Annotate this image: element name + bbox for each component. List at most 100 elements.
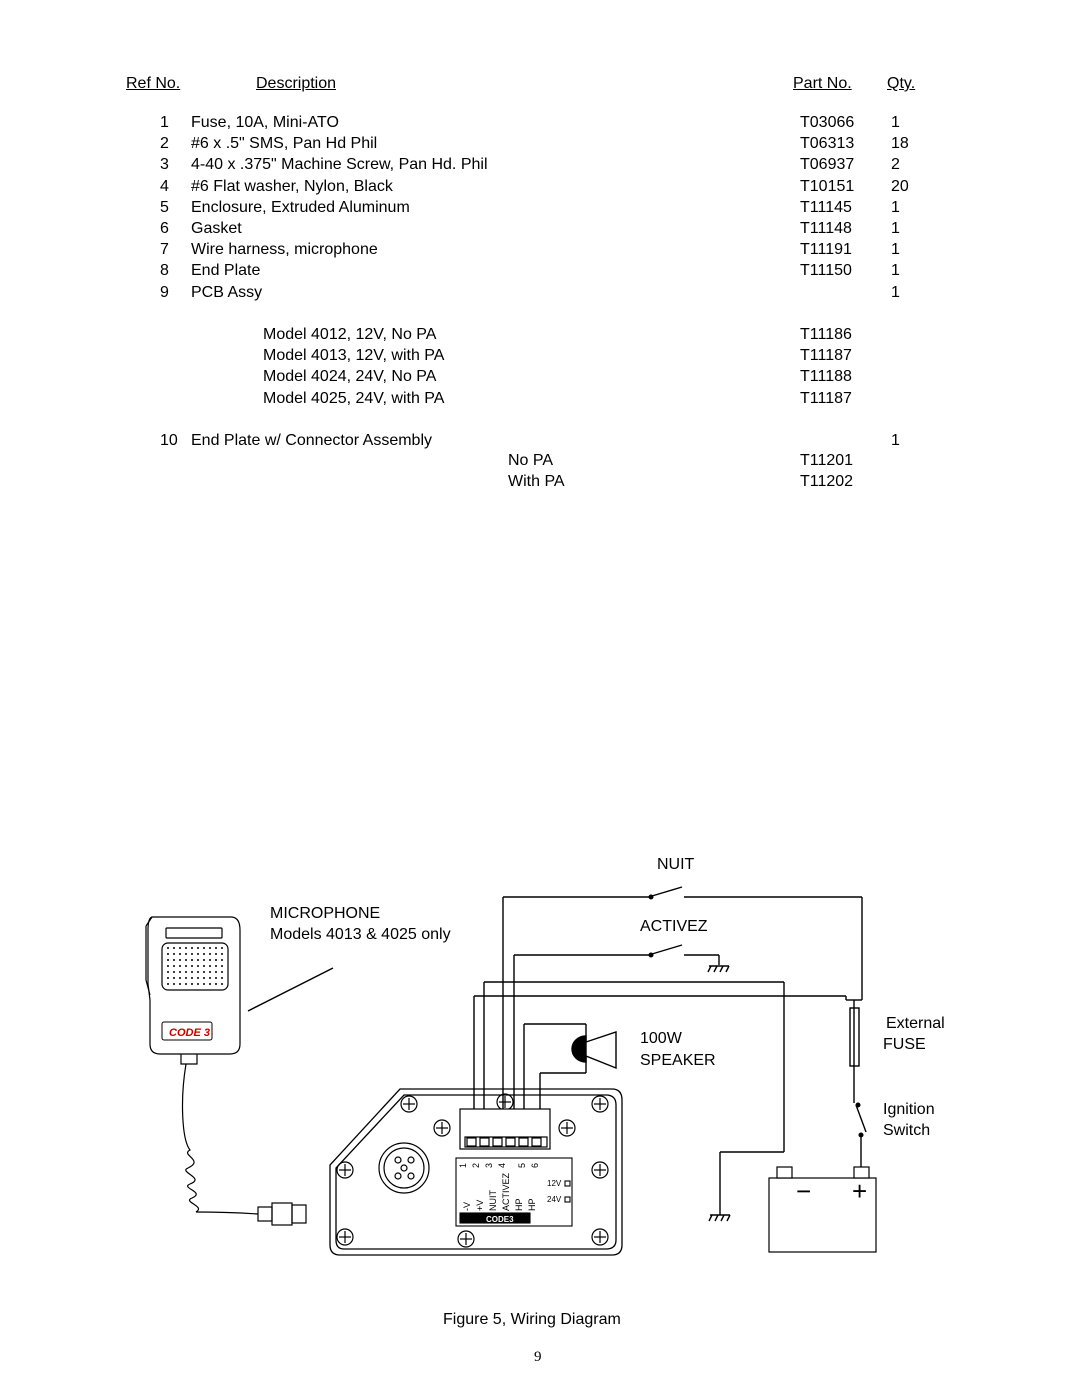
mic-grille-dot [197,959,199,961]
part-cell: T06313 [800,135,855,153]
header-ref-no: Ref No. [126,75,181,92]
mic-grille-dot [179,971,181,973]
volt12-label: 12V [547,1179,562,1188]
table-row: 7 Wire harness, microphone T11191 1 [0,241,1080,262]
mic-grille-dot [167,947,169,949]
qty-cell: 1 [891,262,900,280]
mic-grille-dot [167,983,169,985]
mic-grille-dot [215,959,217,961]
part-cell: T11191 [800,241,852,259]
board-function-label: ACTIVEZ [501,1172,511,1211]
ref-cell: 7 [160,241,169,259]
mic-grille-dot [203,977,205,979]
ref-cell: 2 [160,135,169,153]
ref-cell: 10 [160,432,178,449]
figure-caption: Figure 5, Wiring Diagram [443,1311,621,1328]
qty-cell: 1 [891,114,900,131]
speaker-label: SPEAKER [640,1052,716,1069]
header-part-no: Part No. [793,75,852,92]
mic-grille-dot [221,959,223,961]
mic-grille-dot [173,947,175,949]
ignition-label: Ignition [883,1101,935,1118]
mic-grille-dot [191,965,193,967]
mic-grille-dot [167,959,169,961]
part-cell: T11202 [800,473,854,491]
qty-cell: 1 [891,241,900,259]
board-function-label: -V [462,1202,472,1211]
mic-grille-dot [173,971,175,973]
external-label: External [886,1015,945,1032]
part-cell: T06937 [800,156,855,174]
table-row: Model 4025, 24V, with PA T11187 [0,390,1080,411]
switch-label: Switch [883,1122,931,1139]
model-cell: Model 4012, 12V, No PA [263,326,437,343]
qty-cell: 1 [891,283,900,301]
mic-grille-dot [191,971,193,973]
header-qty: Qty. [887,75,916,92]
description-cell: Wire harness, microphone [191,241,378,259]
mic-grille-dot [215,953,217,955]
description-cell: End Plate w/ Connector Assembly [191,432,433,449]
mic-grille-dot [191,983,193,985]
part-cell: T11150 [800,262,852,280]
battery-icon [768,1166,877,1253]
mic-grille-dot [191,953,193,955]
board-function-label: HP [514,1198,524,1211]
board-pin-label: 3 [484,1163,494,1168]
qty-cell: 18 [891,135,909,153]
board-function-label: HP [527,1198,537,1211]
description-cell: Gasket [191,220,242,237]
mic-grille-dot [173,959,175,961]
end-plate [329,1088,623,1256]
ref-cell: 5 [160,198,169,216]
mic-grille-dot [215,977,217,979]
part-cell: T11186 [800,326,852,343]
mic-grille-dot [209,947,211,949]
mic-grille-dot [203,965,205,967]
mic-grille-dot [167,965,169,967]
model-cell: Model 4025, 24V, with PA [263,389,445,407]
battery-minus: − [796,1176,811,1206]
mic-grille-dot [173,977,175,979]
description-cell: Fuse, 10A, Mini-ATO [191,114,339,131]
mic-grille-dot [203,947,205,949]
option-cell: With PA [508,473,565,491]
mic-grille-dot [215,971,217,973]
table-row: 8 End Plate T11150 1 [0,262,1080,283]
board-pin-label: 4 [497,1163,507,1168]
table-row: Model 4012, 12V, No PA T11186 [0,326,1080,347]
qty-cell: 1 [891,432,900,449]
mic-grille-dot [185,947,187,949]
fuse-label: FUSE [883,1036,926,1053]
mic-grille-dot [167,953,169,955]
mic-grille-dot [209,965,211,967]
ref-cell: 3 [160,156,169,174]
mic-grille-dot [167,977,169,979]
qty-cell: 2 [891,156,900,174]
mic-grille-dot [191,947,193,949]
mic-grille-dot [203,959,205,961]
model-cell: Model 4024, 24V, No PA [263,368,437,386]
mic-grille-dot [185,959,187,961]
part-cell: T11148 [800,220,852,237]
microphone-label: MICROPHONE [270,905,381,922]
mic-grille-dot [185,953,187,955]
description-cell: PCB Assy [191,283,263,301]
microphone-note: Models 4013 & 4025 only [270,926,451,943]
ref-cell: 1 [160,114,169,131]
board-pin-label: 1 [458,1163,468,1168]
description-cell: End Plate [191,262,261,280]
mic-grille-dot [179,977,181,979]
part-cell: T03066 [800,114,855,131]
mic-grille-dot [197,983,199,985]
part-cell: T11187 [800,389,852,407]
mic-grille-dot [179,959,181,961]
mic-grille-dot [179,983,181,985]
speaker-icon [571,1031,617,1070]
part-cell: T11145 [800,198,852,216]
ref-cell: 8 [160,262,169,280]
page-number: 9 [534,1349,542,1365]
